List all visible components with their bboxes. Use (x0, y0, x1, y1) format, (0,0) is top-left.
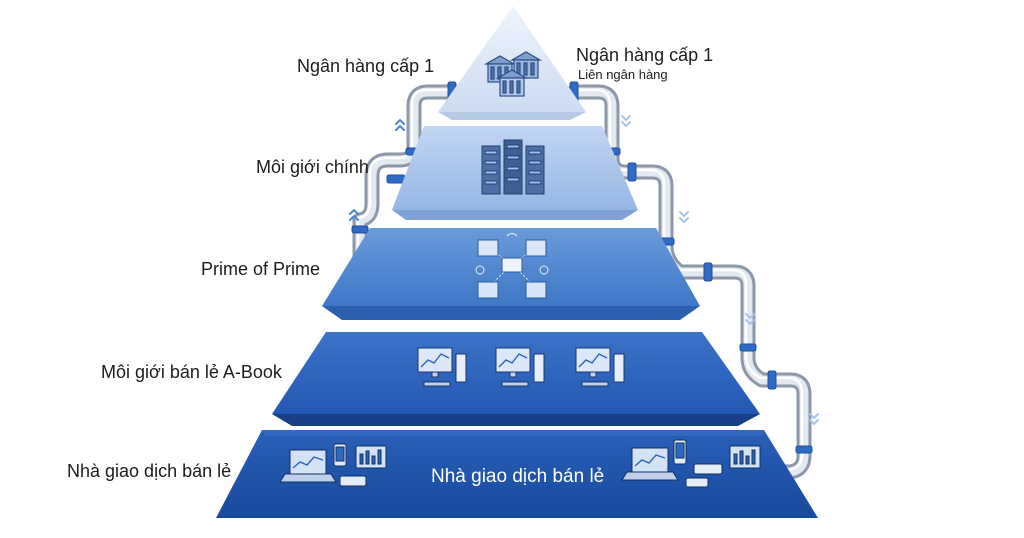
label-prime-of-prime: Prime of Prime (201, 259, 321, 279)
flow-down-arrow-icon (809, 413, 819, 425)
flow-down-arrow-icon (621, 115, 631, 127)
label-retail-traders-inner: Nhà giao dịch bán lẻ (431, 466, 605, 487)
desktop-workstation-icon (417, 347, 625, 387)
server-rack-icon (481, 139, 545, 195)
bank-buildings-icon (483, 51, 543, 97)
label-interbank: Liên ngân hàng (578, 67, 668, 82)
flow-up-arrow-icon (395, 119, 405, 131)
flow-down-arrow-icon (679, 211, 689, 223)
tier-abook (272, 332, 760, 426)
flow-arrows (349, 115, 819, 425)
pipe-left (352, 84, 460, 270)
label-prime-broker: Môi giới chính (256, 157, 369, 177)
tier-prime-of-prime (322, 228, 700, 320)
network-nodes-icon (475, 233, 549, 299)
label-retail-abook-broker: Môi giới bán lẻ A-Book (101, 362, 282, 382)
flow-down-arrow-icon (745, 313, 755, 325)
flow-up-arrow-icon (349, 209, 359, 221)
laptop-phone-icon (279, 443, 387, 487)
label-retail-traders: Nhà giao dịch bán lẻ (67, 461, 232, 481)
tier-tier1-bank (438, 6, 586, 120)
label-tier1-bank-left: Ngân hàng cấp 1 (297, 56, 435, 76)
label-tier1-bank-right: Ngân hàng cấp 1 (576, 45, 714, 65)
laptop-phone-icon (621, 439, 761, 488)
